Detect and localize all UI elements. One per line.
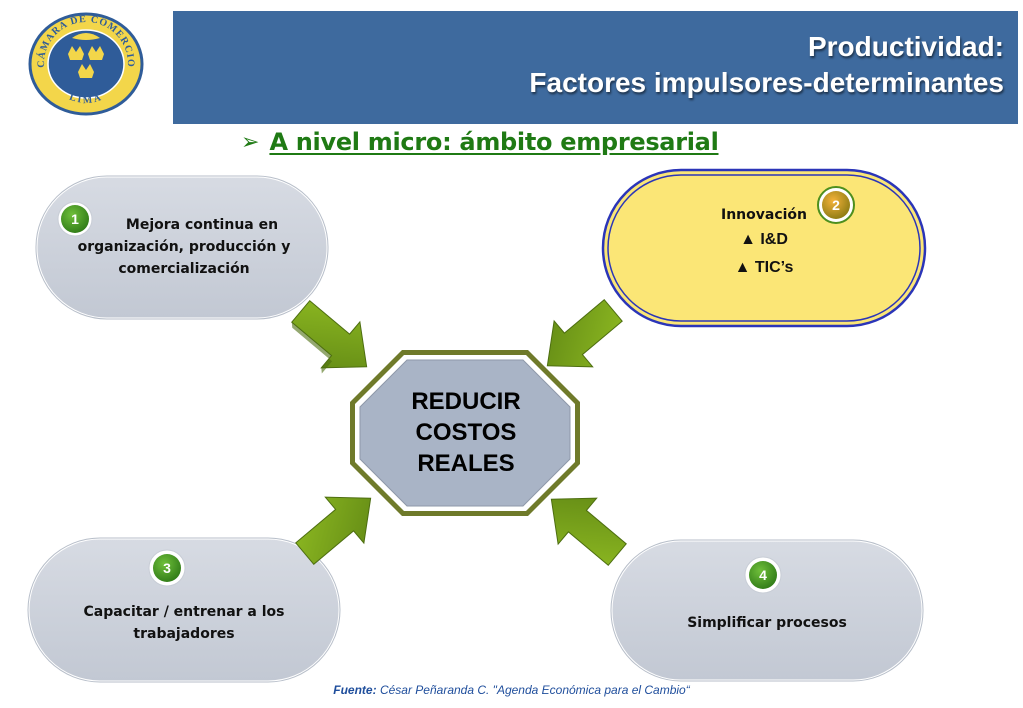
arrow-from-box-2-icon: [546, 299, 623, 368]
factor-2-item-2: ▲ TIC’s: [734, 259, 794, 276]
badge-4-number: 4: [759, 567, 767, 583]
footer-text: César Peñaranda C. "Agenda Económica par…: [379, 683, 690, 697]
arrow-from-box-4-icon: [550, 497, 627, 566]
camara-de-comercio-logo: CÁMARA DE COMERCIO LIMA: [28, 12, 144, 116]
arrow-from-box-3-icon: [295, 496, 372, 565]
badge-1-number: 1: [71, 211, 79, 227]
factor-3-line-2: trabajadores: [133, 626, 235, 642]
factor-1-text: Mejora continua en organización, producc…: [66, 214, 302, 280]
section-subtitle: ➢ A nivel micro: ámbito empresarial: [241, 124, 719, 160]
page-title: Productividad: Factores impulsores-deter…: [529, 29, 1004, 101]
factor-2-item-1: ▲ I&D: [740, 231, 788, 248]
factor-2-title: Innovación: [720, 207, 808, 223]
crowns-icon: [68, 33, 104, 78]
center-line-1: REDUCIR: [411, 388, 521, 415]
factor-1-line-3: comercialización: [118, 261, 250, 277]
badge-2: [817, 186, 855, 224]
badge-3: [148, 549, 186, 587]
subtitle-text: A nivel micro: ámbito empresarial: [269, 128, 719, 156]
factor-1-line-1: Mejora continua en: [125, 217, 279, 233]
factor-4-text: Simplificar procesos: [637, 612, 897, 634]
svg-text:LIMA: LIMA: [68, 92, 104, 106]
badge-2-number: 2: [832, 197, 840, 213]
title-line-1: Productividad:: [807, 31, 1004, 62]
center-label: REDUCIR COSTOS REALES: [372, 386, 560, 479]
title-line-2: Factores impulsores-determinantes: [529, 67, 1004, 98]
arrow-bullet-icon: ➢: [241, 129, 260, 155]
factor-1-line-2: organización, producción y: [77, 239, 291, 255]
center-line-3: REALES: [417, 450, 515, 477]
arrow-from-box-1-icon: [291, 300, 368, 374]
factor-3-text: Capacitar / entrenar a los trabajadores: [54, 601, 314, 645]
factor-3-line-1: Capacitar / entrenar a los: [83, 604, 285, 620]
badge-1: [57, 201, 93, 237]
factor-4-line-1: Simplificar procesos: [687, 615, 847, 631]
center-line-2: COSTOS: [415, 419, 517, 446]
logo-ring-text-bottom: LIMA: [68, 92, 102, 106]
badge-3-number: 3: [163, 560, 171, 576]
footer-label: Fuente:: [333, 683, 377, 697]
source-footer: Fuente: César Peñaranda C. "Agenda Econó…: [0, 683, 1023, 697]
badge-4: [744, 556, 782, 594]
factor-2-text: Innovación ▲ I&D ▲ TIC’s: [666, 204, 862, 282]
header-band: Productividad: Factores impulsores-deter…: [173, 11, 1018, 124]
